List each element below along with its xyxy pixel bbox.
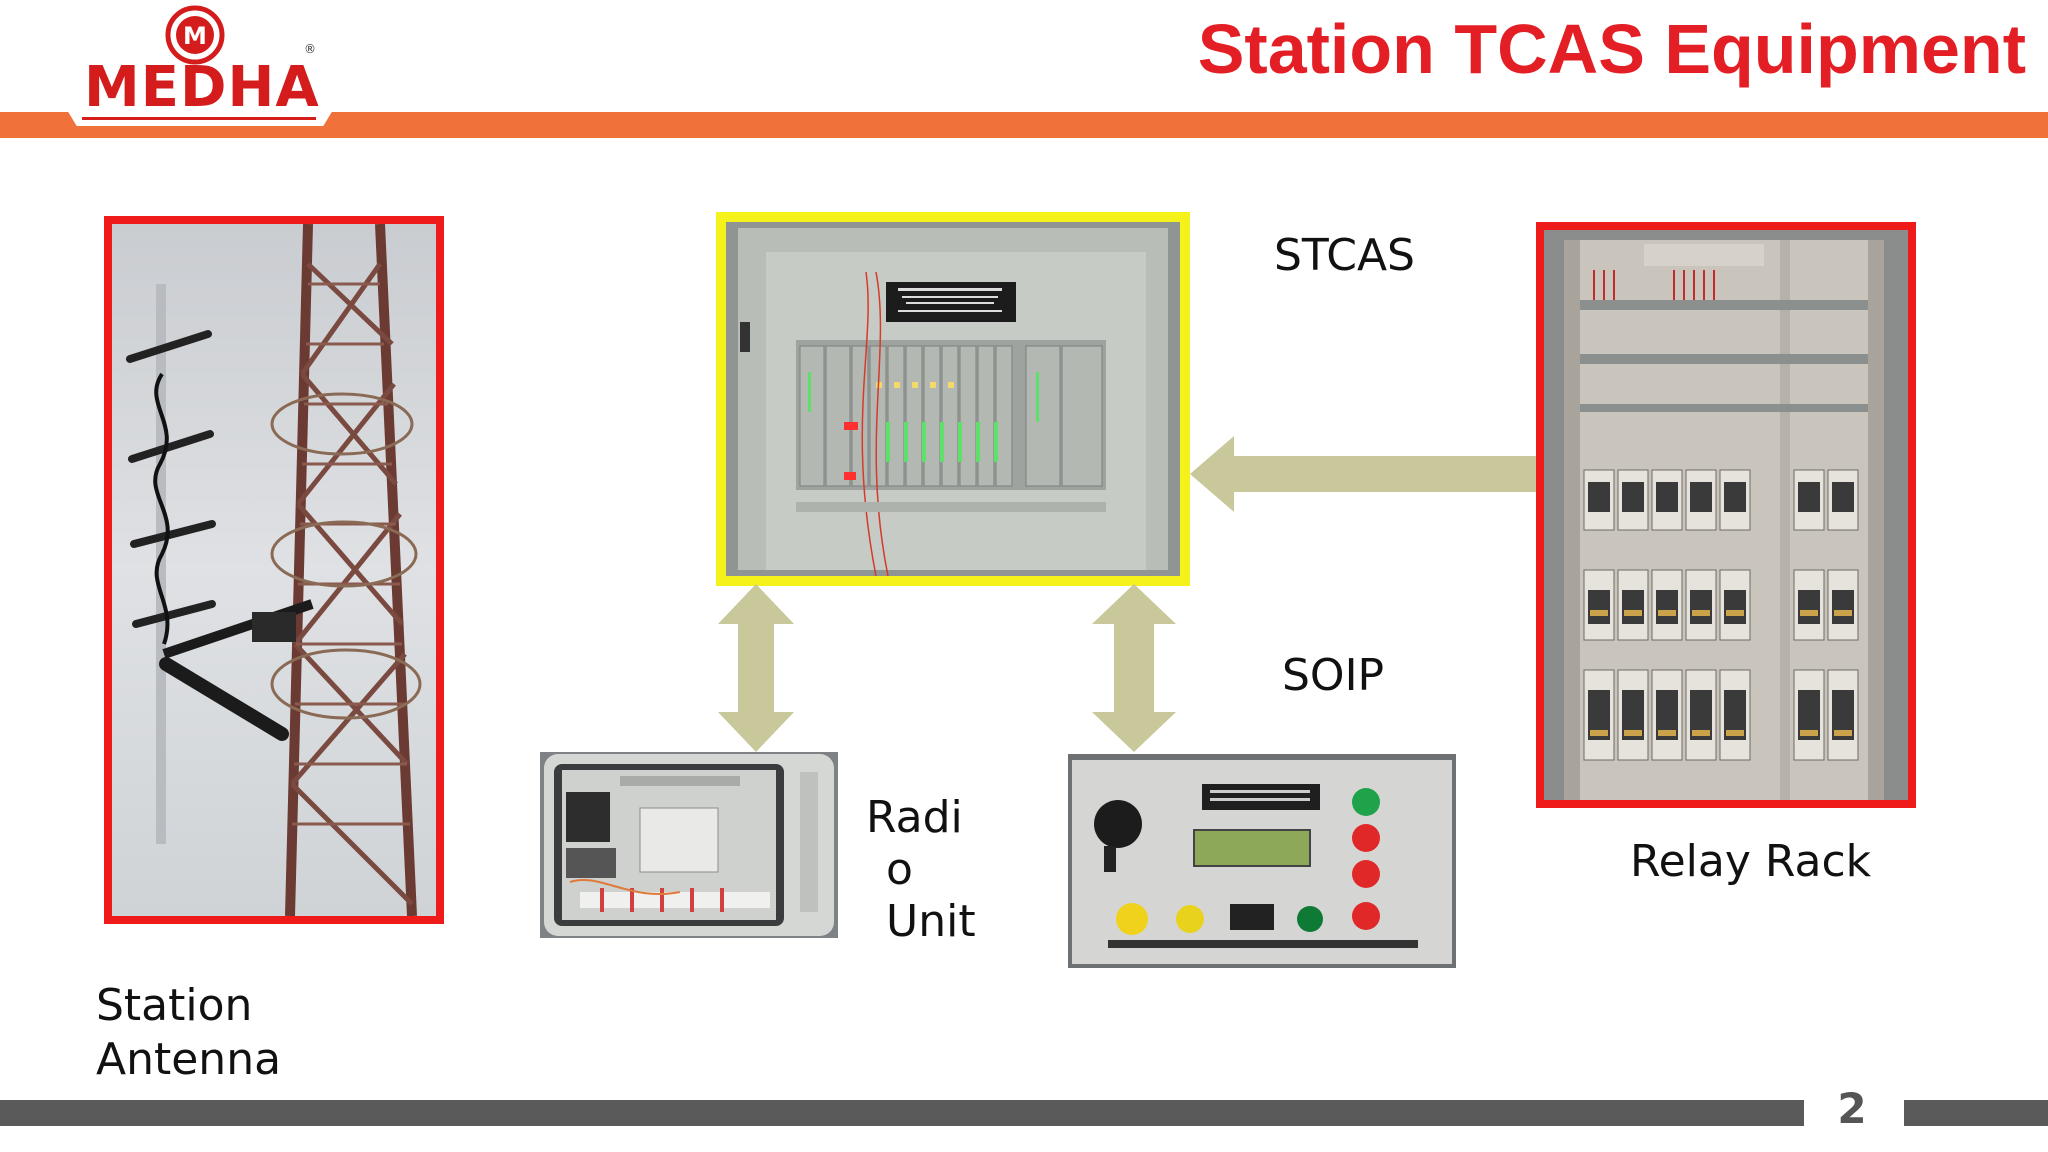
logo-emblem-letter: M <box>183 22 207 50</box>
logo-underline <box>82 117 316 120</box>
label-radio-unit-line2: o <box>886 844 913 895</box>
label-station-antenna-line1: Station <box>96 980 253 1031</box>
slide-title: Station TCAS Equipment <box>1197 10 2026 88</box>
footer-bar <box>0 1100 1804 1126</box>
relay-rack-photo <box>1536 222 1916 808</box>
logo-text: MEDHA <box>84 55 320 120</box>
arrow-relay-to-stcas <box>1190 434 1536 514</box>
label-relay-rack: Relay Rack <box>1630 836 1872 887</box>
footer-bar-right <box>1904 1100 2048 1126</box>
radio-unit-photo <box>540 752 838 938</box>
station-antenna-photo <box>104 216 444 924</box>
logo-registered-mark: ® <box>304 42 316 56</box>
arrow-stcas-radio-unit <box>716 584 796 752</box>
label-radio-unit-line1: Radi <box>866 792 963 843</box>
label-radio-unit-line3: Unit <box>886 896 976 947</box>
label-station-antenna-line2: Antenna <box>96 1034 282 1085</box>
logo-emblem-icon: M <box>164 4 226 66</box>
label-stcas: STCAS <box>1274 230 1415 281</box>
page-number: 2 <box>1837 1084 1867 1133</box>
header-band <box>0 112 2048 138</box>
arrow-stcas-soip <box>1090 584 1178 752</box>
label-soip: SOIP <box>1282 650 1385 701</box>
stcas-photo <box>716 212 1190 586</box>
soip-photo <box>1068 754 1456 968</box>
